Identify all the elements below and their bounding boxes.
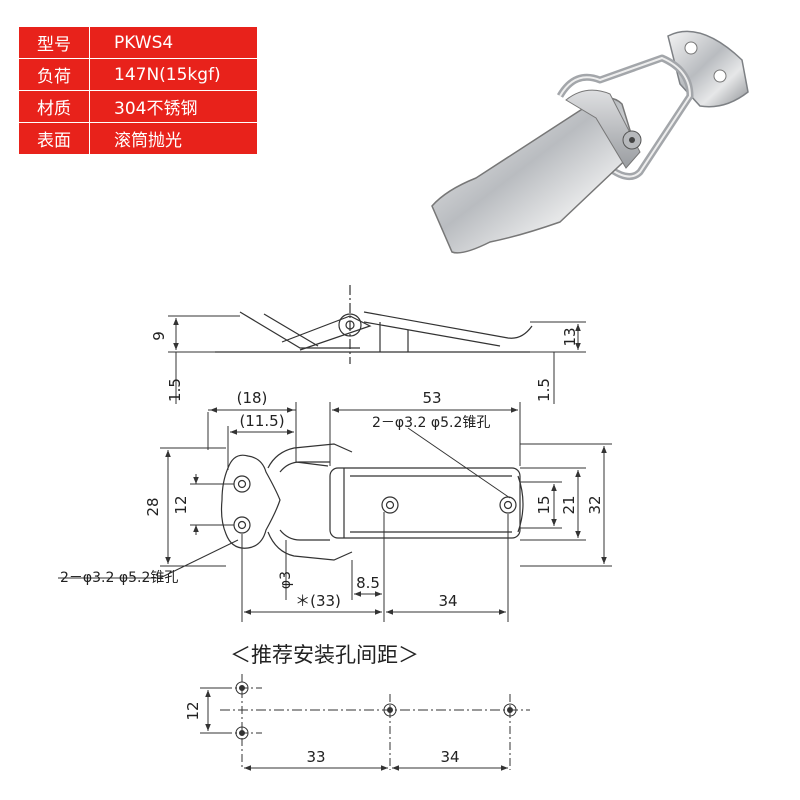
dim-top-32: 32 (586, 495, 604, 514)
dim-top-28: 28 (144, 497, 162, 516)
spec-label-load: 负荷 (18, 58, 90, 91)
spec-value-surface: 滚筒抛光 (89, 122, 258, 155)
dim-top-8-5: 8.5 (356, 574, 380, 592)
dim-top-12: 12 (172, 495, 190, 514)
spec-row-material: 材质 304不锈钢 (18, 90, 258, 123)
top-view-dimensions (58, 402, 612, 622)
dim-top-11-5: (11.5) (239, 412, 284, 430)
dim-top-15: 15 (535, 495, 553, 514)
hole-spacing-diagram (200, 674, 530, 771)
spec-label-model: 型号 (18, 26, 90, 59)
spacing-dim-12: 12 (184, 701, 202, 720)
dim-side-1-5-right: 1.5 (535, 378, 553, 402)
latch-photo (431, 30, 749, 254)
dim-top-phi3: φ3 (278, 571, 294, 589)
hole-spacing-title: ＜推荐安装孔间距＞ (230, 643, 419, 667)
top-view (220, 443, 524, 561)
spec-row-surface: 表面 滚筒抛光 (18, 122, 258, 155)
dim-top-53: 53 (422, 389, 441, 407)
spec-value-model: PKWS4 (89, 26, 258, 59)
dim-side-13: 13 (561, 327, 579, 346)
spacing-dim-33: 33 (306, 748, 325, 766)
side-view (215, 285, 533, 364)
spacing-dim-34: 34 (440, 748, 459, 766)
side-view-dimensions (168, 315, 586, 404)
spec-label-material: 材质 (18, 90, 90, 123)
dim-top-18: (18) (237, 389, 268, 407)
dim-top-33: ＊(33) (295, 592, 341, 610)
spec-label-surface: 表面 (18, 122, 90, 155)
dim-top-34: 34 (438, 592, 457, 610)
dim-side-9: 9 (150, 331, 168, 341)
dim-side-1-5-left: 1.5 (166, 378, 184, 402)
spec-row-model: 型号 PKWS4 (18, 26, 258, 59)
note-right-holes: 2－φ3.2 φ5.2锥孔 (372, 415, 490, 431)
note-left-holes: 2－φ3.2 φ5.2锥孔 (60, 570, 178, 586)
dim-top-21: 21 (560, 495, 578, 514)
spec-table: 型号 PKWS4 负荷 147N(15kgf) 材质 304不锈钢 表面 滚筒抛… (18, 26, 258, 155)
spec-value-material: 304不锈钢 (89, 90, 258, 123)
